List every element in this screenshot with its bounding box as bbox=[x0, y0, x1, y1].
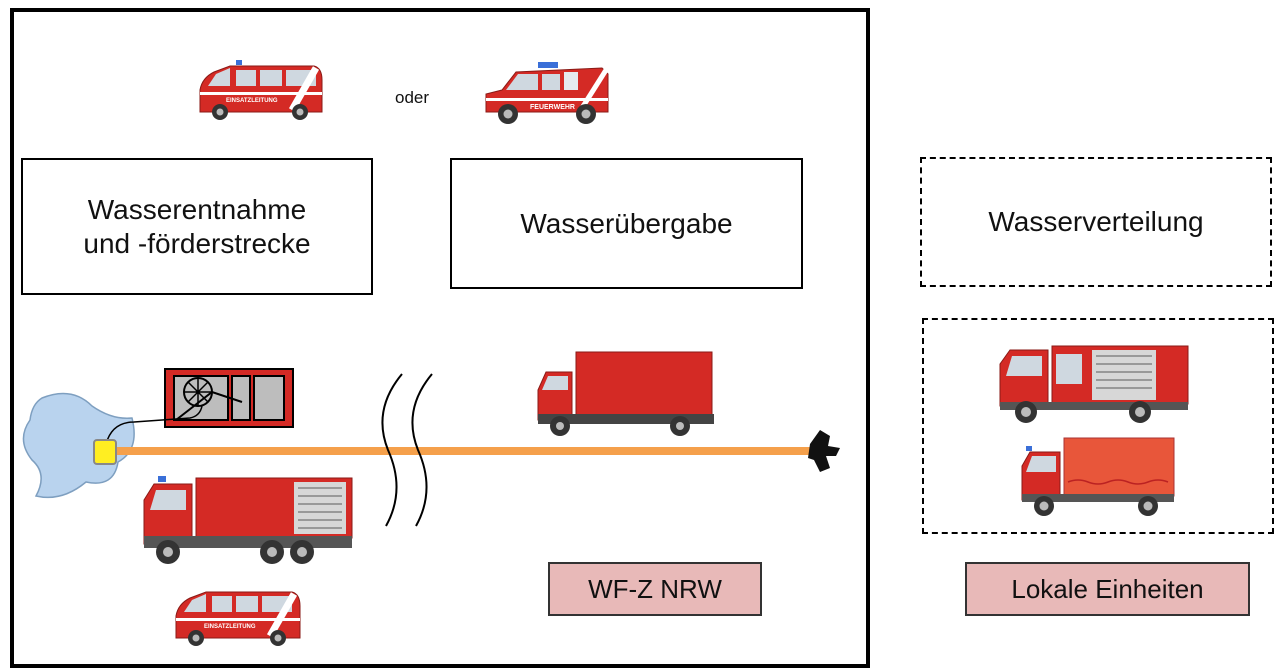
suction-hose-icon bbox=[93, 405, 203, 465]
feuerwehr-text: FEUERWEHR bbox=[530, 104, 575, 111]
tarp-truck-icon bbox=[1021, 437, 1175, 516]
wasserentnahme-box: Wasserentnahme und -förderstrecke bbox=[21, 158, 373, 295]
wfz-nrw-label-box: WF-Z NRW bbox=[548, 562, 762, 616]
foerderstrecke-label: und -förderstrecke bbox=[83, 227, 311, 259]
einsatzleitung-van-top: EINSATZLEITUNG bbox=[199, 60, 323, 120]
hose-line bbox=[112, 447, 812, 455]
wasseruebergabe-box: Wasserübergabe bbox=[450, 158, 803, 289]
oder-label: oder bbox=[395, 88, 430, 107]
lokale-einheiten-label-box: Lokale Einheiten bbox=[965, 562, 1250, 616]
wfz-nrw-label: WF-Z NRW bbox=[588, 573, 722, 604]
distance-break-icon bbox=[381, 373, 433, 527]
logistics-truck-icon bbox=[537, 351, 714, 436]
wasseruebergabe-label: Wasserübergabe bbox=[520, 207, 733, 239]
wasserverteilung-label: Wasserverteilung bbox=[988, 206, 1204, 237]
pump-unit-icon bbox=[164, 368, 294, 428]
einsatzleitung-van-bottom: EINSATZLEITUNG bbox=[175, 591, 301, 646]
fire-engine-icon bbox=[999, 345, 1189, 423]
hose-truck-icon bbox=[143, 476, 353, 564]
feuerwehr-suv-top: FEUERWEHR bbox=[485, 62, 609, 124]
lokale-einheiten-label: Lokale Einheiten bbox=[1011, 573, 1204, 604]
wasserverteilung-box: Wasserverteilung bbox=[920, 157, 1272, 287]
hose-coupling-icon bbox=[808, 430, 840, 472]
einsatzleitung-text-bottom: EINSATZLEITUNG bbox=[204, 624, 256, 630]
einsatzleitung-text: EINSATZLEITUNG bbox=[226, 98, 278, 104]
lokale-einheiten-frame bbox=[922, 318, 1274, 534]
wasserentnahme-label: Wasserentnahme bbox=[87, 193, 307, 225]
water-source-icon bbox=[22, 392, 135, 499]
